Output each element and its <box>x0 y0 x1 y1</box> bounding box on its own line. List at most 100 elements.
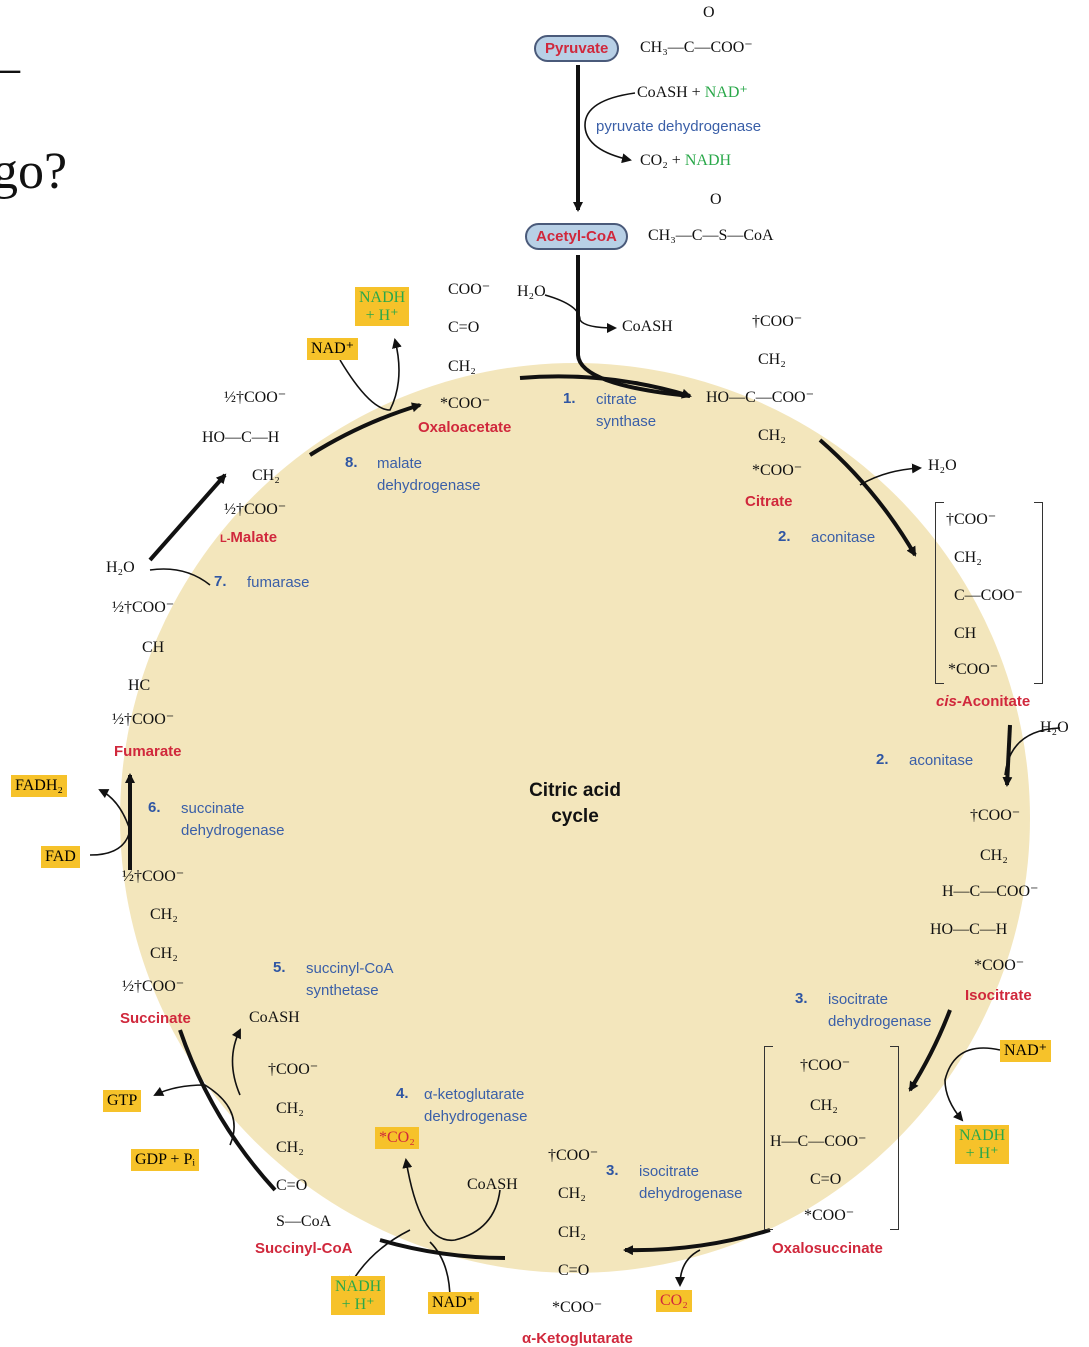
fum-r1: ½†COO⁻ <box>112 599 175 616</box>
arc-step4 <box>379 1238 506 1260</box>
arc-step2a <box>818 438 917 557</box>
step2a-enzyme: aconitase <box>811 529 876 546</box>
step1-enzyme-line2: synthase <box>596 412 657 430</box>
oxalosuccinate-bracket-right <box>890 1046 899 1230</box>
h2o-step2a: H₂O <box>928 457 957 474</box>
cis-aconitate-name: cis-Aconitate <box>936 693 1030 710</box>
co2-star-box: *CO₂ <box>375 1127 419 1149</box>
step4-enzyme-line2: dehydrogenase <box>424 1107 528 1125</box>
nad-box-step8: NAD⁺ <box>307 338 359 360</box>
nadh-box-step3: NADH + H⁺ <box>955 1125 1010 1165</box>
cis-prefix: cis- <box>936 693 962 710</box>
succinyl-coa-name: Succinyl-CoA <box>255 1240 353 1257</box>
fad-box: FAD <box>41 846 80 868</box>
coash-step5: CoASH <box>249 1009 300 1026</box>
iso-r1: †COO⁻ <box>970 807 1021 824</box>
pdh-inputs: CoASH + NAD⁺ <box>637 85 748 101</box>
succinate-name: Succinate <box>120 1010 191 1027</box>
step6-enzyme-line1: succinate <box>181 800 245 817</box>
pdh-nad: NAD⁺ <box>704 84 748 101</box>
step1-number: 1. <box>563 390 576 407</box>
cit-r5: *COO⁻ <box>752 462 803 479</box>
step3b-enzyme-line2: dehydrogenase <box>639 1184 743 1202</box>
akg-r4: C=O <box>558 1262 590 1279</box>
step7-number: 7. <box>214 573 227 590</box>
akg-r3: CH₂ <box>558 1224 586 1241</box>
cis-r5: *COO⁻ <box>948 661 999 678</box>
step3a-enzyme: isocitrate dehydrogenase <box>828 989 931 1033</box>
step5-number: 5. <box>273 959 286 976</box>
step7-enzyme: fumarase <box>247 574 310 591</box>
step3a-number: 3. <box>795 990 808 1007</box>
step6-number: 6. <box>148 799 161 816</box>
arc-step8 <box>308 402 422 457</box>
cis-r3: C—COO⁻ <box>954 587 1023 604</box>
oxs-r4: C=O <box>810 1171 842 1188</box>
oxs-r2: CH₂ <box>810 1097 838 1114</box>
step3a-enzyme-line1: isocitrate <box>828 991 889 1008</box>
step5-enzyme-line2: synthetase <box>306 981 379 999</box>
center-line1: Citric acid <box>529 780 621 801</box>
oxs-r3: H—C—COO⁻ <box>770 1133 867 1150</box>
fadh2-box: FADH₂ <box>11 775 67 797</box>
step1-enzyme: citrate synthase <box>596 389 656 433</box>
step3b-enzyme-line1: isocitrate <box>639 1163 700 1180</box>
sc-r1: †COO⁻ <box>268 1061 319 1078</box>
suc-r4: ½†COO⁻ <box>122 978 185 995</box>
akg-r5: *COO⁻ <box>552 1299 603 1316</box>
pyruvate-formula: CH₃—C—COO⁻ <box>640 39 753 56</box>
iso-r4: HO—C—H <box>930 921 1008 938</box>
oxaloacetate-name: Oxaloacetate <box>418 419 512 436</box>
arc-step3b <box>623 1228 771 1256</box>
h2o-step2b: H₂O <box>1040 719 1069 736</box>
suc-r3: CH₂ <box>150 945 178 962</box>
pdh-coash: CoASH + <box>637 84 705 101</box>
sc-r5: S—CoA <box>276 1213 332 1230</box>
oaa-r4: *COO⁻ <box>440 395 491 412</box>
step6-enzyme-line2: dehydrogenase <box>181 821 285 839</box>
mal-r3: CH₂ <box>252 467 280 484</box>
step8-enzyme-line1: malate <box>377 455 423 472</box>
co2-box-step3: CO₂ <box>656 1290 692 1312</box>
cis-r2: CH₂ <box>954 549 982 566</box>
cit-r4: CH₂ <box>758 427 786 444</box>
oaa-r3: CH₂ <box>448 358 476 375</box>
nadh-step3-l2: + H⁺ <box>965 1144 999 1162</box>
step3a-enzyme-line2: dehydrogenase <box>828 1012 932 1030</box>
pdh-co2: CO₂ + <box>640 152 685 169</box>
iso-r5: *COO⁻ <box>974 957 1025 974</box>
iso-r2: CH₂ <box>980 847 1008 864</box>
cycle-center-label: Citric acid cycle <box>500 778 650 829</box>
oxalosuccinate-name: Oxalosuccinate <box>772 1240 883 1257</box>
step1-enzyme-line1: citrate <box>596 391 637 408</box>
oaa-r1: COO⁻ <box>448 281 491 298</box>
oxs-r5: *COO⁻ <box>804 1207 855 1224</box>
pdh-enzyme: pyruvate dehydrogenase <box>596 118 762 135</box>
nadh-step8-l1: NADH <box>359 289 406 306</box>
h2o-step1: H₂O <box>517 283 546 300</box>
step2b-number: 2. <box>876 751 889 768</box>
cit-r3: HO—C—COO⁻ <box>706 389 815 406</box>
step8-enzyme-line2: dehydrogenase <box>377 476 481 494</box>
oxalosuccinate-bracket-left <box>764 1046 773 1230</box>
arc-step2b <box>1002 724 1013 787</box>
sc-r4: C=O <box>276 1177 308 1194</box>
sc-r3: CH₂ <box>276 1139 304 1156</box>
isocitrate-name: Isocitrate <box>965 987 1032 1004</box>
gdp-box: GDP + Pᵢ <box>131 1149 199 1171</box>
cis-aconitate-bracket-right <box>1034 502 1043 684</box>
akg-r1: †COO⁻ <box>548 1147 599 1164</box>
oaa-r2: C=O <box>448 319 480 336</box>
malate-prefix: L- <box>220 533 231 545</box>
cis-r1: †COO⁻ <box>946 511 997 528</box>
nad-box-step4: NAD⁺ <box>428 1292 480 1314</box>
nadh-step4-l2: + H⁺ <box>341 1295 375 1313</box>
cycle-circle <box>120 363 1030 1273</box>
fumarate-name: Fumarate <box>114 743 182 760</box>
step5-enzyme: succinyl-CoA synthetase <box>306 958 394 1002</box>
step8-number: 8. <box>345 454 358 471</box>
akg-name: α-Ketoglutarate <box>522 1330 633 1347</box>
nad-box-step3: NAD⁺ <box>1000 1040 1052 1062</box>
step4-enzyme-line1: α-ketoglutarate <box>424 1086 525 1103</box>
